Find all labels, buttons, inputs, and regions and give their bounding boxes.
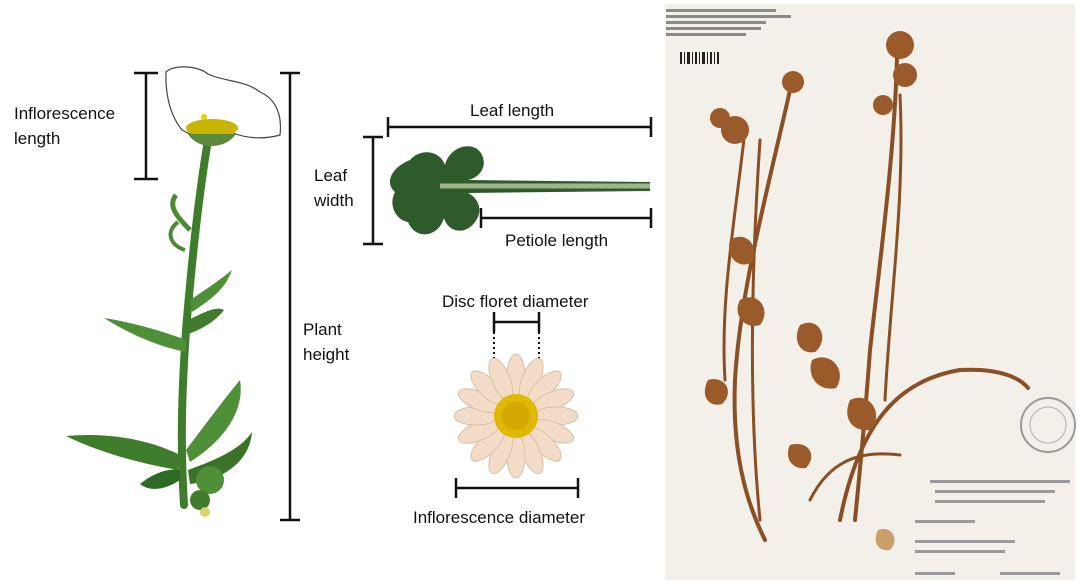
flower-head-illustration <box>454 354 578 478</box>
leaf-width-label: Leaf width <box>314 163 354 213</box>
plant-height-label: Plant height <box>303 317 349 367</box>
petiole-length-label: Petiole length <box>505 228 608 253</box>
inflorescence-diameter-label: Inflorescence diameter <box>413 505 585 530</box>
leaf-illustration <box>390 146 650 234</box>
herbarium-specimen-image <box>665 4 1075 580</box>
inflorescence-length-bar <box>134 73 158 179</box>
disc-floret-diameter-bar <box>494 312 539 332</box>
inflorescence-diameter-bar <box>456 478 578 498</box>
barcode-icon <box>680 52 720 70</box>
leaf-length-label: Leaf length <box>470 98 554 123</box>
disc-floret-diameter-label: Disc floret diameter <box>442 289 588 314</box>
inflorescence-length-label: Inflorescence length <box>14 101 115 151</box>
petiole-length-bar <box>481 208 651 228</box>
leaf-width-bar <box>363 137 383 244</box>
herbarium-header-text-lines <box>666 6 796 39</box>
plant-height-bar <box>280 73 300 520</box>
